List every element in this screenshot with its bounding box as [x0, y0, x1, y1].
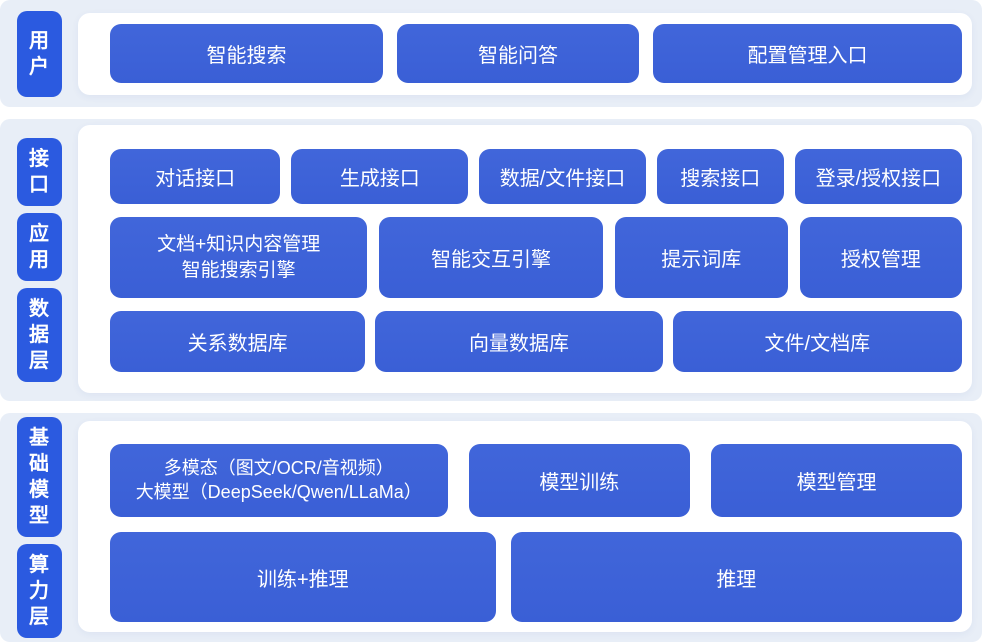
foundation-model-row: 多模态（图文/OCR/音视频） 大模型（DeepSeek/Qwen/LLaMa）…: [110, 444, 962, 517]
layer-label-user: 用户: [16, 10, 62, 97]
node-interaction-engine: 智能交互引擎: [379, 217, 603, 298]
node-generation-api: 生成接口: [291, 149, 469, 204]
layer-label-data-layer: 数据层: [16, 288, 62, 382]
node-doc-knowledge-search-engine: 文档+知识内容管理 智能搜索引擎: [110, 217, 368, 298]
middle-label-column: 接口 应用 数据层: [0, 119, 78, 401]
node-data-file-api: 数据/文件接口: [479, 149, 646, 204]
node-multimodal-large-model: 多模态（图文/OCR/音视频） 大模型（DeepSeek/Qwen/LLaMa）: [110, 444, 448, 517]
layer-label-compute-layer: 算力层: [16, 544, 62, 638]
interface-layer-row: 对话接口 生成接口 数据/文件接口 搜索接口 登录/授权接口: [110, 149, 962, 204]
bottom-label-column: 基础模型 算力层: [0, 413, 78, 642]
node-search-api: 搜索接口: [656, 149, 784, 204]
node-smart-search: 智能搜索: [110, 24, 383, 83]
middle-panel: 对话接口 生成接口 数据/文件接口 搜索接口 登录/授权接口 文档+知识内容管理…: [78, 125, 972, 393]
node-file-document-library: 文件/文档库: [672, 311, 962, 372]
node-line: 文档+知识内容管理: [157, 234, 321, 256]
node-model-training: 模型训练: [468, 444, 691, 517]
node-relational-database: 关系数据库: [110, 311, 366, 372]
user-layer-row: 智能搜索 智能问答 配置管理入口: [110, 24, 962, 83]
node-config-management-entry: 配置管理入口: [653, 24, 962, 83]
node-inference: 推理: [510, 532, 962, 622]
user-layer-panel: 智能搜索 智能问答 配置管理入口: [78, 13, 972, 95]
application-layer-row: 文档+知识内容管理 智能搜索引擎 智能交互引擎 提示词库 授权管理: [110, 217, 963, 298]
node-vector-database: 向量数据库: [375, 311, 663, 372]
node-prompt-library: 提示词库: [614, 217, 788, 298]
node-line: 智能搜索引擎: [181, 259, 296, 281]
data-layer-row: 关系数据库 向量数据库 文件/文档库: [110, 311, 962, 372]
section-user-layer: 用户 智能搜索 智能问答 配置管理入口: [0, 0, 982, 107]
section-interface-app-data: 接口 应用 数据层 对话接口 生成接口 数据/文件接口 搜索接口 登录/授权接口…: [0, 119, 982, 401]
user-layer-label-column: 用户: [0, 0, 78, 107]
layer-label-interface: 接口: [16, 138, 62, 206]
bottom-panel: 多模态（图文/OCR/音视频） 大模型（DeepSeek/Qwen/LLaMa）…: [78, 421, 972, 632]
compute-layer-row: 训练+推理 推理: [110, 532, 962, 622]
node-authorization-management: 授权管理: [799, 217, 963, 298]
node-dialog-api: 对话接口: [110, 149, 281, 204]
node-model-management: 模型管理: [711, 444, 962, 517]
layer-label-foundation-model: 基础模型: [16, 417, 62, 537]
node-login-auth-api: 登录/授权接口: [794, 149, 962, 204]
section-model-compute: 基础模型 算力层 多模态（图文/OCR/音视频） 大模型（DeepSeek/Qw…: [0, 413, 982, 642]
node-smart-qa: 智能问答: [397, 24, 639, 83]
node-training-plus-inference: 训练+推理: [110, 532, 496, 622]
layer-label-application: 应用: [16, 213, 62, 281]
node-line: 大模型（DeepSeek/Qwen/LLaMa）: [135, 481, 422, 502]
node-line: 多模态（图文/OCR/音视频）: [163, 457, 394, 478]
